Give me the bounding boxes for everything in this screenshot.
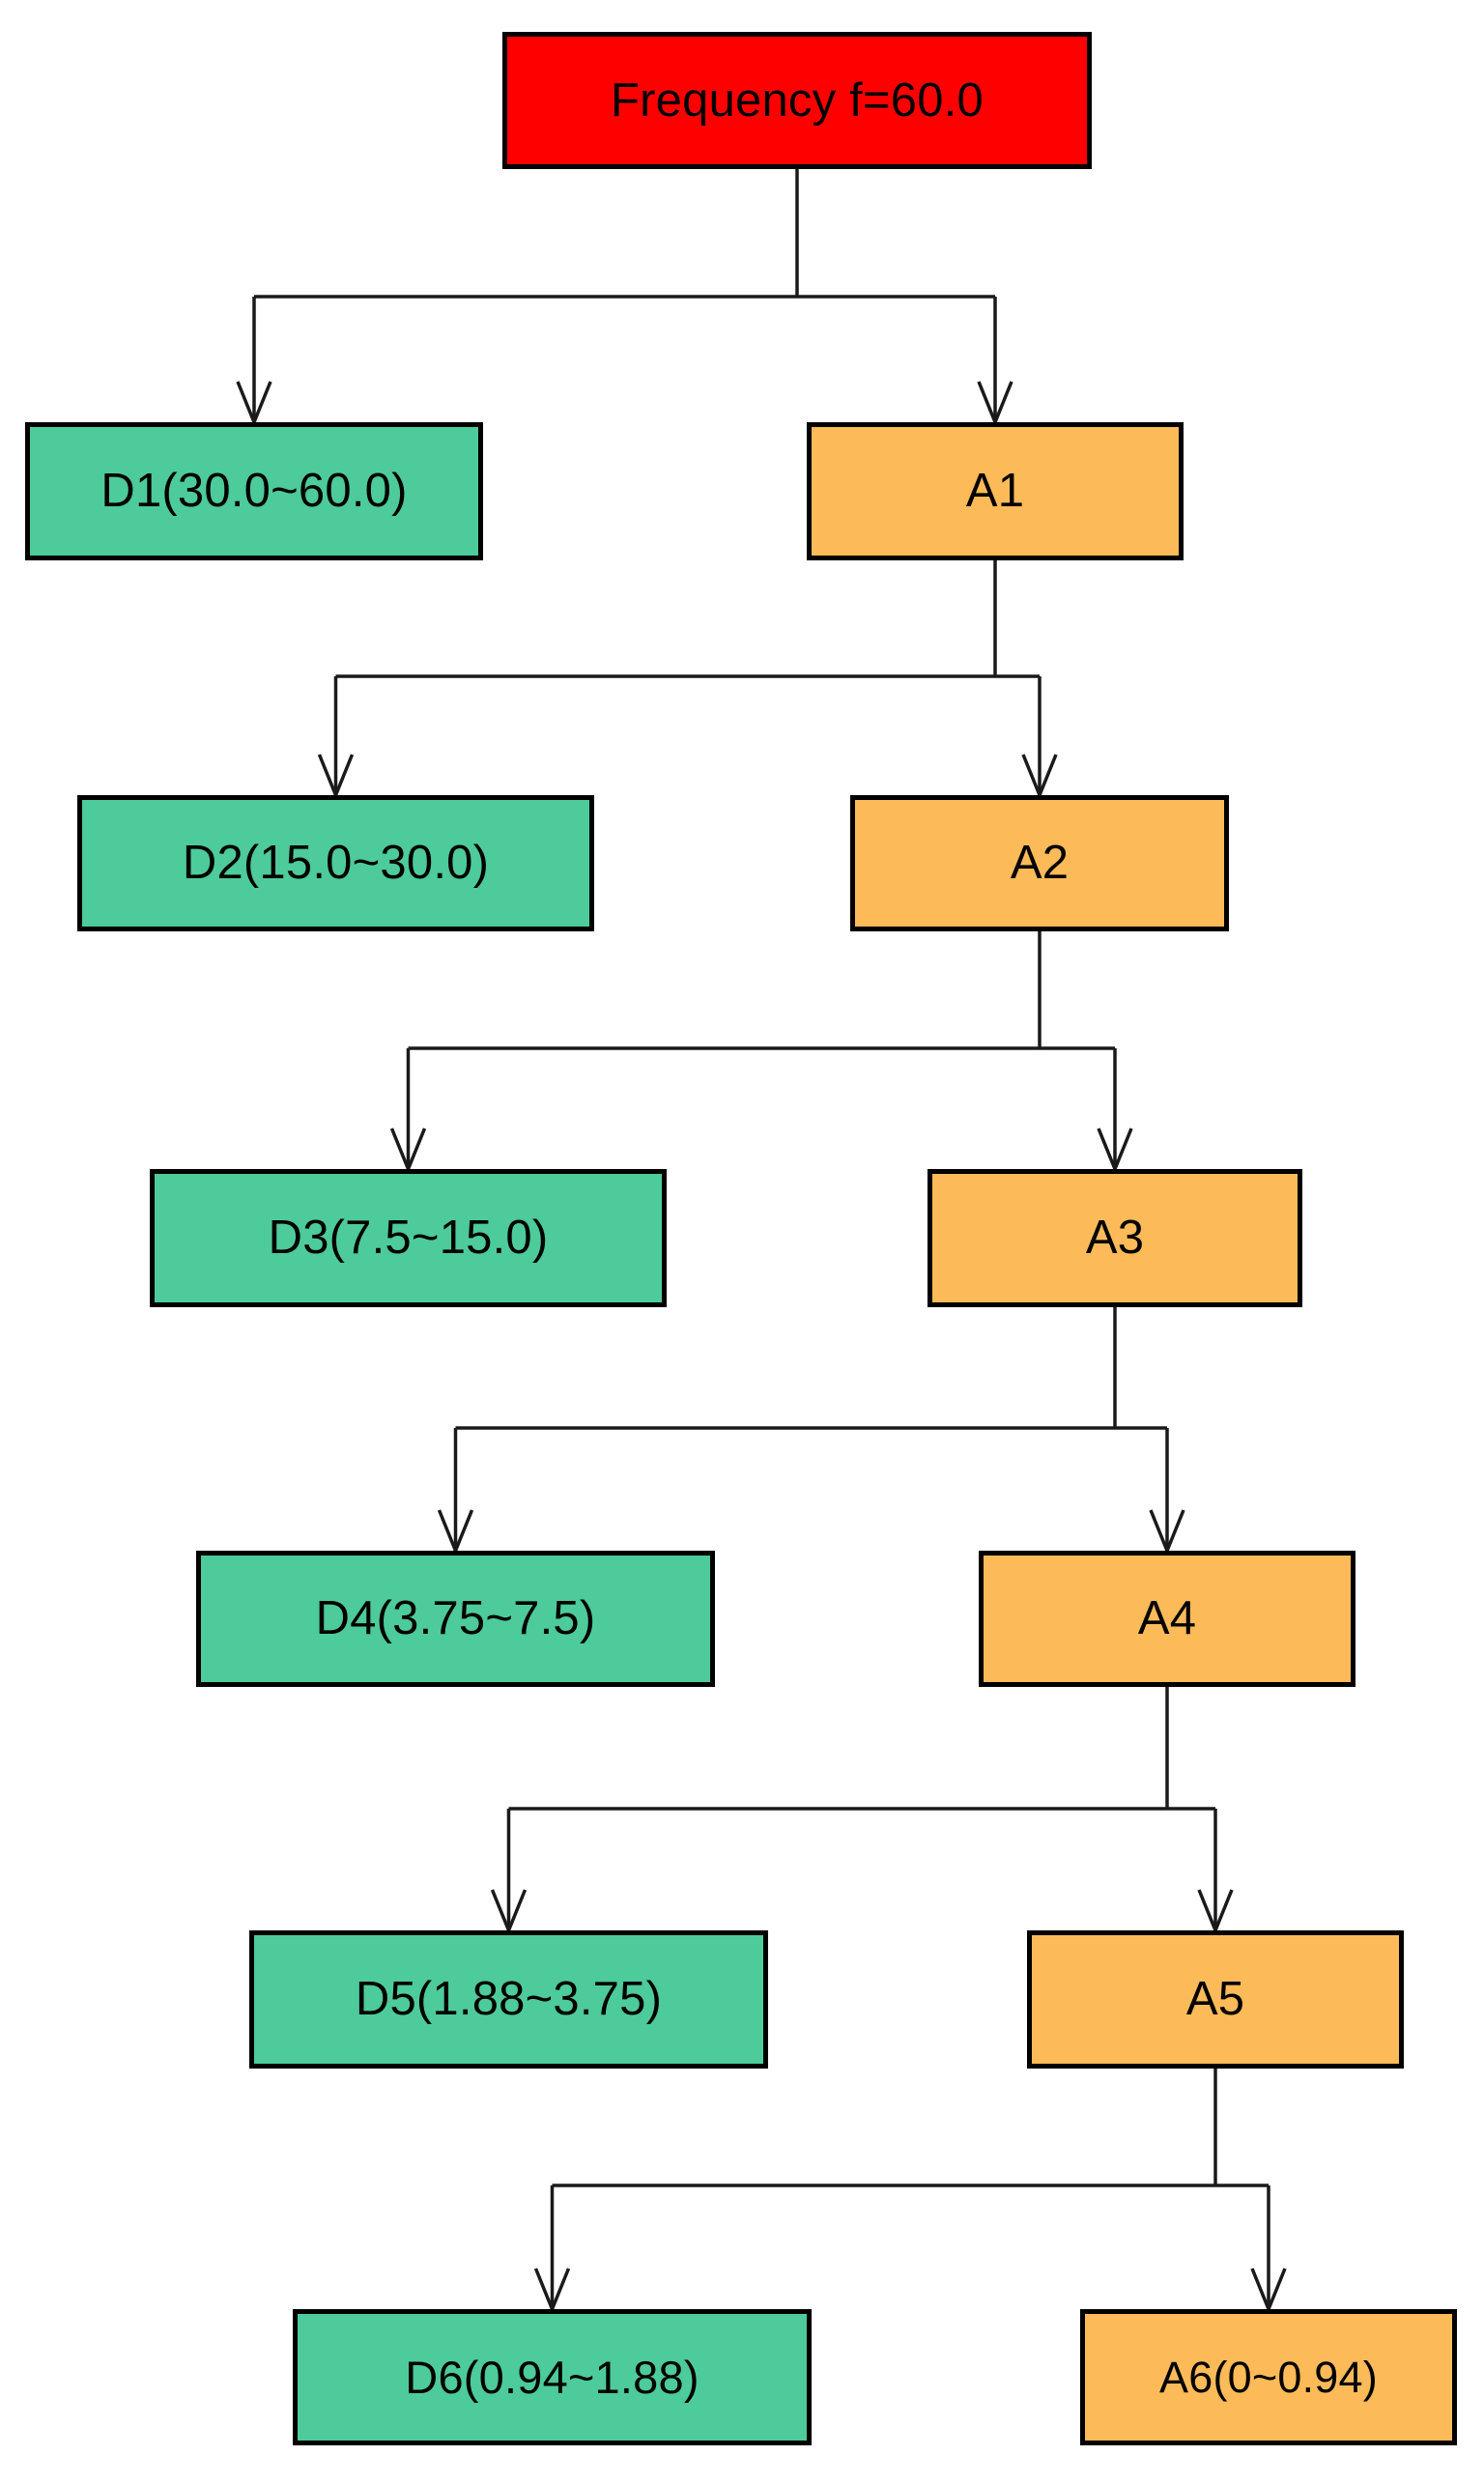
- node-a3[interactable]: A3: [928, 1169, 1302, 1307]
- node-d1-label: D1(30.0~60.0): [100, 465, 408, 517]
- node-a6[interactable]: A6(0~0.94): [1080, 2309, 1457, 2445]
- node-a3-label: A3: [1085, 1212, 1145, 1264]
- node-d1[interactable]: D1(30.0~60.0): [25, 422, 483, 560]
- node-a2-label: A2: [1010, 837, 1070, 889]
- node-d6-label: D6(0.94~1.88): [405, 2352, 699, 2403]
- node-d3[interactable]: D3(7.5~15.0): [150, 1169, 667, 1307]
- node-d3-label: D3(7.5~15.0): [268, 1212, 549, 1264]
- node-a4-label: A4: [1137, 1592, 1197, 1644]
- node-a4[interactable]: A4: [979, 1551, 1356, 1687]
- node-d2[interactable]: D2(15.0~30.0): [77, 795, 594, 931]
- node-a6-label: A6(0~0.94): [1159, 2353, 1378, 2402]
- node-a1[interactable]: A1: [807, 422, 1184, 560]
- node-d2-label: D2(15.0~30.0): [182, 837, 490, 889]
- node-d4-label: D4(3.75~7.5): [315, 1592, 596, 1644]
- node-d6[interactable]: D6(0.94~1.88): [293, 2309, 812, 2445]
- node-a5[interactable]: A5: [1027, 1930, 1404, 2069]
- node-a5-label: A5: [1185, 1973, 1245, 2025]
- node-root-label: Frequency f=60.0: [611, 73, 984, 127]
- node-d5[interactable]: D5(1.88~3.75): [249, 1930, 768, 2069]
- node-a1-label: A1: [965, 465, 1025, 517]
- node-a2[interactable]: A2: [850, 795, 1229, 931]
- node-root-frequency[interactable]: Frequency f=60.0: [502, 32, 1092, 169]
- node-d4[interactable]: D4(3.75~7.5): [196, 1551, 715, 1687]
- node-d5-label: D5(1.88~3.75): [355, 1973, 663, 2025]
